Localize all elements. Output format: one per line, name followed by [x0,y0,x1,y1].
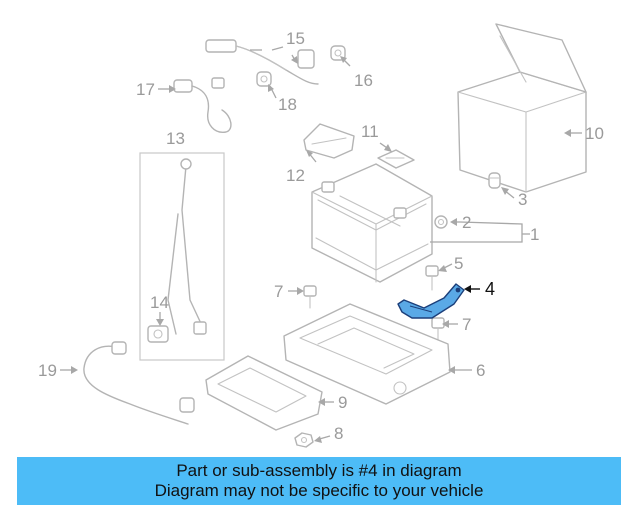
cable-17 [173,77,232,133]
parts-diagram: 1 2 3 4 5 6 7 7 8 9 10 11 12 13 14 15 16… [38,23,604,448]
cable-harness [205,39,319,85]
leader-lines [60,46,582,443]
callout-10: 10 [585,124,604,143]
callout-1: 1 [530,225,539,244]
callout-14: 14 [150,293,169,312]
banner-line-1: Part or sub-assembly is #4 in diagram [176,461,462,480]
battery [311,163,433,283]
clip [488,172,501,189]
cable-19 [83,341,195,425]
callout-18: 18 [278,95,297,114]
banner-line-2: Diagram may not be specific to your vehi… [154,481,484,500]
battery-box [457,23,587,193]
battery-tray [283,303,451,405]
bolt-5 [425,265,439,291]
sensor [147,325,169,343]
info-banner: Part or sub-assembly is #4 in diagram Di… [17,457,621,505]
callout-15: 15 [286,29,305,48]
callout-17: 17 [136,80,155,99]
callout-9: 9 [338,393,347,412]
callout-12: 12 [286,166,305,185]
label-sheet [377,149,415,169]
callout-16: 16 [354,71,373,90]
callout-8: 8 [334,424,343,443]
vent-plug [434,215,448,229]
callout-7-left: 7 [274,282,283,301]
callout-19: 19 [38,361,57,380]
bolt-7-right [431,317,445,341]
callout-2: 2 [462,213,471,232]
nut [294,432,314,448]
hold-down-bracket-highlighted[interactable] [397,283,465,319]
callout-11: 11 [361,122,379,141]
callout-7-right: 7 [462,315,471,334]
callout-5: 5 [454,254,463,273]
callout-4[interactable]: 4 [485,279,495,299]
callout-3: 3 [518,190,527,209]
support-plate [205,355,323,431]
callout-6: 6 [476,361,485,380]
callout-13: 13 [166,129,185,148]
hold-down-rods [139,152,225,361]
connector-18 [256,71,272,87]
bolt-7-left [303,285,317,309]
